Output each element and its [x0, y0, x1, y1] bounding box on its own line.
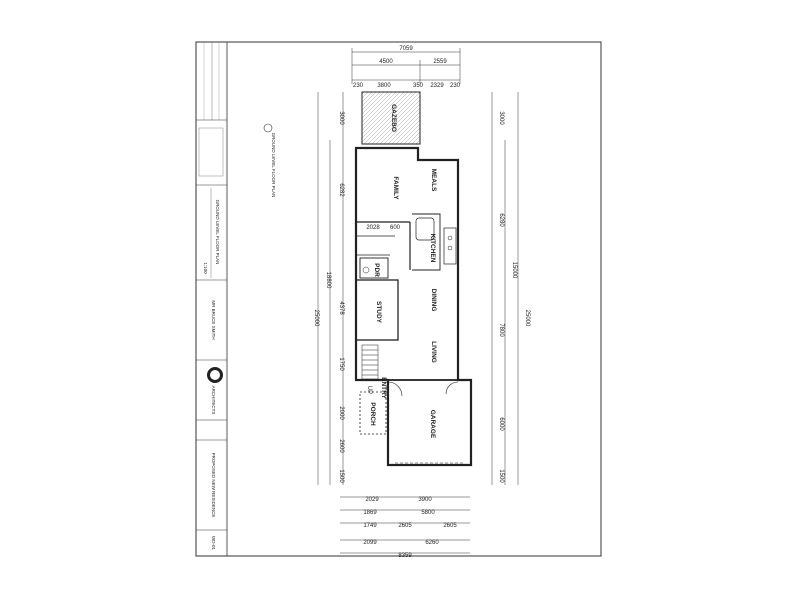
title-block: GROUND LEVEL FLOOR PLAN 1:100 MR BRUCE S… — [195, 41, 228, 557]
dim-top-c2: 3800 — [377, 83, 391, 89]
stair — [361, 344, 379, 380]
dim-right-3: 7800 — [498, 323, 504, 337]
floor-plan — [354, 91, 473, 467]
dim-top-c4: 2329 — [430, 83, 444, 89]
label-porch: PORCH — [369, 402, 376, 426]
dimension-labels: 7059 4500 2559 230 3800 350 2329 230 250… — [313, 46, 530, 559]
dim-right-5: 1500 — [498, 469, 504, 483]
dim-left-4: 1750 — [338, 357, 344, 371]
title-block-client: MR BRUCE SMITH — [211, 300, 216, 339]
garage-outline — [387, 379, 472, 466]
dim-left-1: 3000 — [338, 111, 344, 125]
dim-left-3: 4378 — [338, 301, 344, 315]
dim-bottom-3c: 2605 — [443, 523, 457, 529]
title-block-project: PROPOSED NEW RESIDENCE — [211, 453, 216, 518]
dim-left-mid: 18800 — [325, 272, 331, 289]
dim-left-5: 2000 — [338, 406, 344, 420]
dim-left-2: 6282 — [338, 183, 344, 197]
dim-bottom-overall: 8359 — [398, 553, 412, 559]
title-block-drawing-title: GROUND LEVEL FLOOR PLAN — [215, 200, 220, 265]
dim-bottom-4a: 2099 — [363, 540, 377, 546]
north-symbol — [263, 123, 273, 133]
label-garage: GARAGE — [429, 410, 436, 439]
label-meals: MEALS — [430, 169, 437, 192]
study-room — [355, 279, 399, 341]
dim-top-c5: 230 — [450, 83, 461, 89]
dim-bottom-3b: 2605 — [398, 523, 412, 529]
dim-left-overall: 25000 — [313, 310, 319, 327]
dim-top-c1: 230 — [353, 83, 364, 89]
dim-bottom-4b: 6260 — [425, 540, 439, 546]
dim-right-4: 6000 — [498, 417, 504, 431]
dim-top-overall: 7059 — [399, 46, 413, 52]
label-entry: ENTRY — [380, 377, 387, 399]
dim-top-a: 4500 — [379, 59, 393, 65]
dim-bottom-3a: 1749 — [363, 523, 377, 529]
dim-right-mid: 15000 — [511, 262, 517, 279]
label-dining: DINING — [430, 289, 437, 312]
title-block-scale: 1:100 — [203, 262, 208, 274]
dim-bottom-2b: 5800 — [421, 510, 435, 516]
title-block-sheet-no: WD-01 — [211, 536, 216, 550]
dim-right-overall: 25000 — [524, 310, 530, 327]
room-labels: GAZEBO FAMILY MEALS KITCHEN PDR STUDY DI… — [366, 104, 437, 439]
label-up: UP — [366, 386, 372, 394]
porch-area — [359, 391, 387, 435]
label-kitchen: KITCHEN — [429, 234, 436, 263]
dim-left-6: 2600 — [338, 439, 344, 453]
label-pdr: PDR — [373, 263, 380, 277]
dim-inner-1: 2028 — [366, 225, 380, 231]
dim-bottom-1a: 2029 — [365, 497, 379, 503]
label-study: STUDY — [375, 301, 382, 324]
gazebo-area — [361, 91, 421, 145]
dim-left-7: 1500 — [338, 469, 344, 483]
label-family: FAMILY — [392, 176, 399, 200]
dim-right-2: 6280 — [498, 213, 504, 227]
dim-top-b: 2559 — [433, 59, 447, 65]
dim-bottom-2a: 1869 — [363, 510, 377, 516]
dim-bottom-1b: 3900 — [418, 497, 432, 503]
plan-label-group: GROUND LEVEL FLOOR PLAN — [263, 123, 276, 198]
dimension-lines — [317, 48, 519, 554]
label-gazebo: GAZEBO — [390, 104, 397, 132]
kitchen-bench — [412, 213, 441, 271]
dim-top-c3: 350 — [413, 83, 424, 89]
plan-label: GROUND LEVEL FLOOR PLAN — [271, 133, 276, 198]
dim-inner-2: 600 — [390, 225, 401, 231]
title-block-firm: ARCHITECTS — [211, 386, 216, 415]
dim-right-1: 3000 — [498, 111, 504, 125]
label-living: LIVING — [430, 341, 437, 363]
